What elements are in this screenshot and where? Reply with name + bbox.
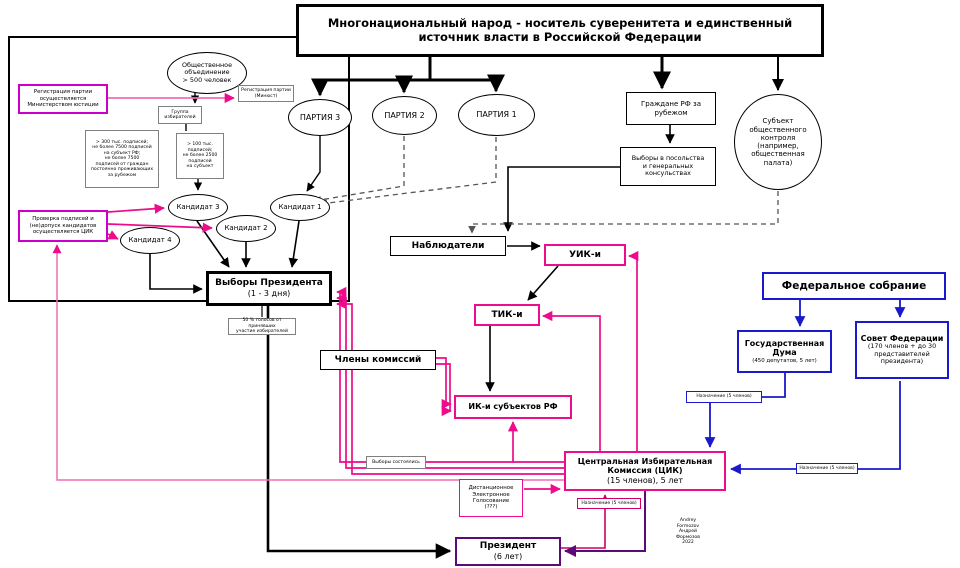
node-state-duma: Государственная Дума (450 депутатов, 5 л… [737,330,832,373]
node-fifty-percent-rule: 50 % голосов от принявших участие избира… [228,318,296,335]
author-signature-text: Andrey Formozov Андрей Формозов 2022 [676,518,700,546]
node-cik-label: Центральная Избирательная Комиссия (ЦИК) [577,456,713,476]
label-appointment-president: Назначение (5 членов) [577,498,641,509]
node-remote-voting-label: Дистанционное Электронное Голосование (?… [468,485,514,511]
node-president-sub: (6 лет) [493,552,523,562]
node-party-1-label: ПАРТИЯ 1 [476,110,517,120]
node-uik: УИК-и [544,244,626,266]
node-party-registration-note: Регистрация партии (Минюст) [238,85,294,102]
node-signatures-100k-label: > 100 тыс. подписей; не более 2500 подпи… [182,142,218,170]
node-signatures-300k: > 300 тыс. подписей; не более 7500 подпи… [85,130,159,188]
diagram-title: Многонациональный народ - носитель сувер… [296,4,824,57]
node-public-association-label: Общественное объединение > 500 человек [181,60,233,84]
node-party-1: ПАРТИЯ 1 [458,94,535,136]
node-citizens-abroad: Граждане РФ за рубежом [626,92,716,125]
node-fifty-percent-rule-label: 50 % голосов от принявших участие избира… [236,318,288,335]
node-embassy-elections-label: Выборы в посольства и генеральных консул… [631,154,705,178]
node-embassy-elections: Выборы в посольства и генеральных консул… [620,147,716,186]
node-cik: Центральная Избирательная Комиссия (ЦИК)… [564,451,726,491]
node-presidential-elections: Выборы Президента (1 - 3 дня) [206,271,332,306]
node-federal-assembly: Федеральное собрание [762,272,946,300]
node-presidential-elections-sub: (1 - 3 дня) [247,289,291,299]
node-presidential-elections-label: Выборы Президента [215,278,323,289]
node-observers-label: Наблюдатели [411,240,485,251]
node-president-label: Президент [479,541,537,552]
label-appointment-duma: Назначение (5 членов) [686,391,762,403]
node-commission-members-label: Члены комиссий [334,354,422,365]
node-party-registration-note-label: Регистрация партии (Минюст) [241,88,291,99]
node-candidate-1: Кандидат 1 [270,194,330,221]
node-candidate-1-label: Кандидат 1 [278,203,322,212]
node-party-2-label: ПАРТИЯ 2 [384,110,425,120]
node-party-3-label: ПАРТИЯ 3 [299,112,341,122]
node-cik-sub: (15 членов), 5 лет [607,475,683,485]
node-president: Президент (6 лет) [455,537,561,566]
node-observers: Наблюдатели [390,236,506,256]
node-voter-group: Группа избирателей [158,106,202,124]
node-ik-subjects: ИК-и субъектов РФ [454,395,572,419]
label-appointment-federation-council: Назначение (5 членов) [796,463,858,474]
node-voter-group-label: Группа избирателей [164,109,196,120]
node-federation-council: Совет Федерации (170 членов + до 30 пред… [855,321,949,379]
node-state-duma-sub: (450 депутатов, 5 лет) [752,357,817,364]
node-commission-members: Члены комиссий [320,350,436,370]
node-tik: ТИК-и [474,304,540,326]
node-signature-check-cik-label: Проверка подписей и (не)допуск кандидато… [29,216,97,236]
node-uik-label: УИК-и [569,249,601,260]
node-candidate-2: Кандидат 2 [216,215,276,242]
diagram-title-text: Многонациональный народ - носитель сувер… [327,15,793,44]
label-appointment-duma-text: Назначение (5 членов) [696,394,752,400]
node-party-2: ПАРТИЯ 2 [372,96,437,135]
node-candidate-3-label: Кандидат 3 [176,203,220,212]
node-ik-subjects-label: ИК-и субъектов РФ [468,402,558,412]
label-appointment-president-text: Назначение (5 членов) [581,500,637,506]
node-tik-label: ТИК-и [491,309,523,320]
node-public-association: Общественное объединение > 500 человек [167,52,247,94]
node-federal-assembly-label: Федеральное собрание [781,279,927,292]
label-appointment-federation-council-text: Назначение (5 членов) [799,465,855,471]
node-candidate-4: Кандидат 4 [120,227,180,254]
author-signature: Andrey Formozov Андрей Формозов 2022 [662,510,714,554]
node-elections-held: Выборы состоялись [366,456,426,469]
node-remote-voting: Дистанционное Электронное Голосование (?… [459,479,523,517]
left-process-frame [8,36,350,302]
node-party-3: ПАРТИЯ 3 [288,99,352,136]
node-candidate-2-label: Кандидат 2 [224,224,268,233]
node-party-registration-ministry-label: Регистрация партии осуществляется Минист… [27,89,99,109]
node-candidate-3: Кандидат 3 [168,194,228,221]
node-candidate-4-label: Кандидат 4 [128,236,172,245]
node-public-control: Субъект общественного контроля (например… [734,94,822,190]
node-federation-council-sub: (170 членов + до 30 представителей прези… [867,342,937,366]
node-public-control-label: Субъект общественного контроля (например… [749,117,807,167]
node-federation-council-label: Совет Федерации [860,333,944,343]
node-signature-check-cik: Проверка подписей и (не)допуск кандидато… [18,210,108,242]
node-elections-held-label: Выборы состоялись [372,459,420,465]
node-citizens-abroad-label: Граждане РФ за рубежом [640,100,702,117]
node-state-duma-label: Государственная Дума [744,338,825,358]
node-party-registration-ministry: Регистрация партии осуществляется Минист… [18,84,108,114]
node-signatures-300k-label: > 300 тыс. подписей; не более 7500 подпи… [90,140,154,178]
node-signatures-100k: > 100 тыс. подписей; не более 2500 подпи… [176,133,224,179]
